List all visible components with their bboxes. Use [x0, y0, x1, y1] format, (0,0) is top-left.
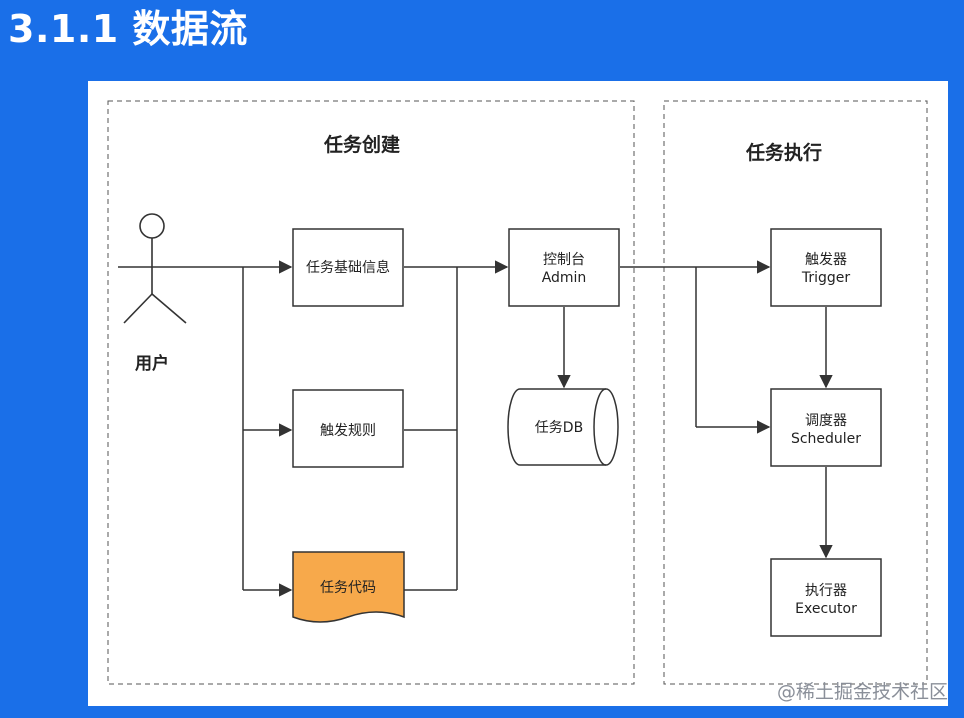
- actor-label: 用户: [135, 353, 169, 374]
- node-scheduler-label-en: Scheduler: [791, 431, 861, 447]
- node-executor-label-en: Executor: [795, 601, 857, 617]
- node-trigger-label-en: Trigger: [801, 270, 851, 286]
- node-trigger-label-cn: 触发器: [805, 252, 847, 268]
- node-admin-label-en: Admin: [542, 270, 587, 286]
- node-admin: 控制台 Admin: [508, 228, 620, 307]
- node-task-code-label: 任务代码: [320, 580, 376, 596]
- node-executor-label-cn: 执行器: [805, 583, 847, 599]
- user-actor-icon: [118, 213, 190, 324]
- footer-watermark: @稀土掘金技术社区: [776, 681, 948, 703]
- section-task-creation: [107, 100, 635, 685]
- node-executor: 执行器 Executor: [770, 558, 882, 637]
- node-trigger-rule: 触发规则: [292, 389, 404, 468]
- node-task-basic-info: 任务基础信息: [292, 228, 404, 307]
- connectors-creation: [190, 260, 571, 597]
- node-trigger: 触发器 Trigger: [770, 228, 882, 307]
- section-title-create: 任务创建: [323, 133, 400, 156]
- node-task-db-label: 任务DB: [535, 420, 583, 436]
- node-task-db: 任务DB: [507, 388, 619, 466]
- node-scheduler: 调度器 Scheduler: [770, 388, 882, 467]
- connectors-execution: [620, 260, 833, 559]
- node-scheduler-label-cn: 调度器: [805, 413, 847, 429]
- node-trigger-rule-label: 触发规则: [320, 423, 376, 439]
- node-admin-label-cn: 控制台: [543, 252, 585, 268]
- node-task-code: 任务代码: [292, 551, 405, 623]
- diagram-canvas: 任务创建 任务执行 用户: [88, 81, 948, 706]
- node-task-basic-info-label: 任务基础信息: [306, 259, 390, 276]
- section-title-execute: 任务执行: [745, 141, 822, 164]
- slide-title: 3.1.1 数据流: [8, 7, 248, 51]
